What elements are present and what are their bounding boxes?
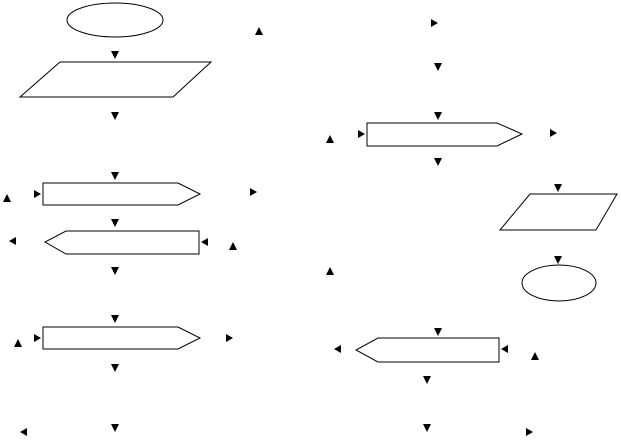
arrow-up-icon bbox=[326, 267, 334, 275]
arrow-up-icon bbox=[14, 339, 22, 347]
loop-b bbox=[42, 326, 202, 350]
arrow-right-icon bbox=[431, 19, 438, 27]
arrow-left-icon bbox=[334, 345, 341, 353]
arrow-down-icon bbox=[111, 424, 119, 432]
output-parallelogram bbox=[498, 193, 618, 231]
arrow-down-icon bbox=[434, 112, 442, 120]
start-terminal bbox=[66, 2, 164, 38]
arrow-up-icon bbox=[229, 242, 237, 250]
arrow-down-icon bbox=[554, 184, 562, 192]
arrow-down-icon bbox=[423, 424, 431, 432]
arrow-down-icon bbox=[423, 376, 431, 384]
arrow-up-icon bbox=[3, 194, 11, 202]
arrow-down-icon bbox=[111, 172, 119, 180]
arrow-down-icon bbox=[554, 256, 562, 264]
arrow-right-icon bbox=[34, 190, 41, 198]
arrow-left-icon bbox=[501, 345, 508, 353]
arrow-left-icon bbox=[9, 237, 16, 245]
connector-arrowheads bbox=[3, 19, 562, 436]
arrow-left-icon bbox=[20, 428, 27, 436]
arrow-right-icon bbox=[550, 129, 557, 137]
arrow-left-icon bbox=[201, 238, 208, 246]
arrow-down-icon bbox=[111, 364, 119, 372]
arrow-down-icon bbox=[434, 328, 442, 336]
arrow-right-icon bbox=[526, 428, 533, 436]
loop-c-end bbox=[354, 337, 500, 363]
arrow-up-icon bbox=[531, 352, 539, 360]
arrow-up-icon bbox=[326, 135, 334, 143]
arrow-right-icon bbox=[250, 188, 257, 196]
loop-a-end bbox=[43, 230, 200, 255]
arrow-up-icon bbox=[255, 27, 263, 35]
arrow-down-icon bbox=[111, 267, 119, 275]
arrow-down-icon bbox=[111, 315, 119, 323]
arrow-right-icon bbox=[358, 130, 365, 138]
arrow-down-icon bbox=[111, 219, 119, 227]
arrow-right-icon bbox=[34, 334, 41, 342]
loop-c bbox=[366, 122, 524, 147]
arrow-right-icon bbox=[226, 334, 233, 342]
arrow-down-icon bbox=[111, 112, 119, 120]
arrow-down-icon bbox=[434, 158, 442, 166]
end-terminal bbox=[521, 264, 597, 302]
input-parallelogram bbox=[18, 61, 213, 98]
arrow-down-icon bbox=[111, 51, 119, 59]
arrow-down-icon bbox=[434, 63, 442, 71]
loop-a bbox=[42, 182, 202, 206]
